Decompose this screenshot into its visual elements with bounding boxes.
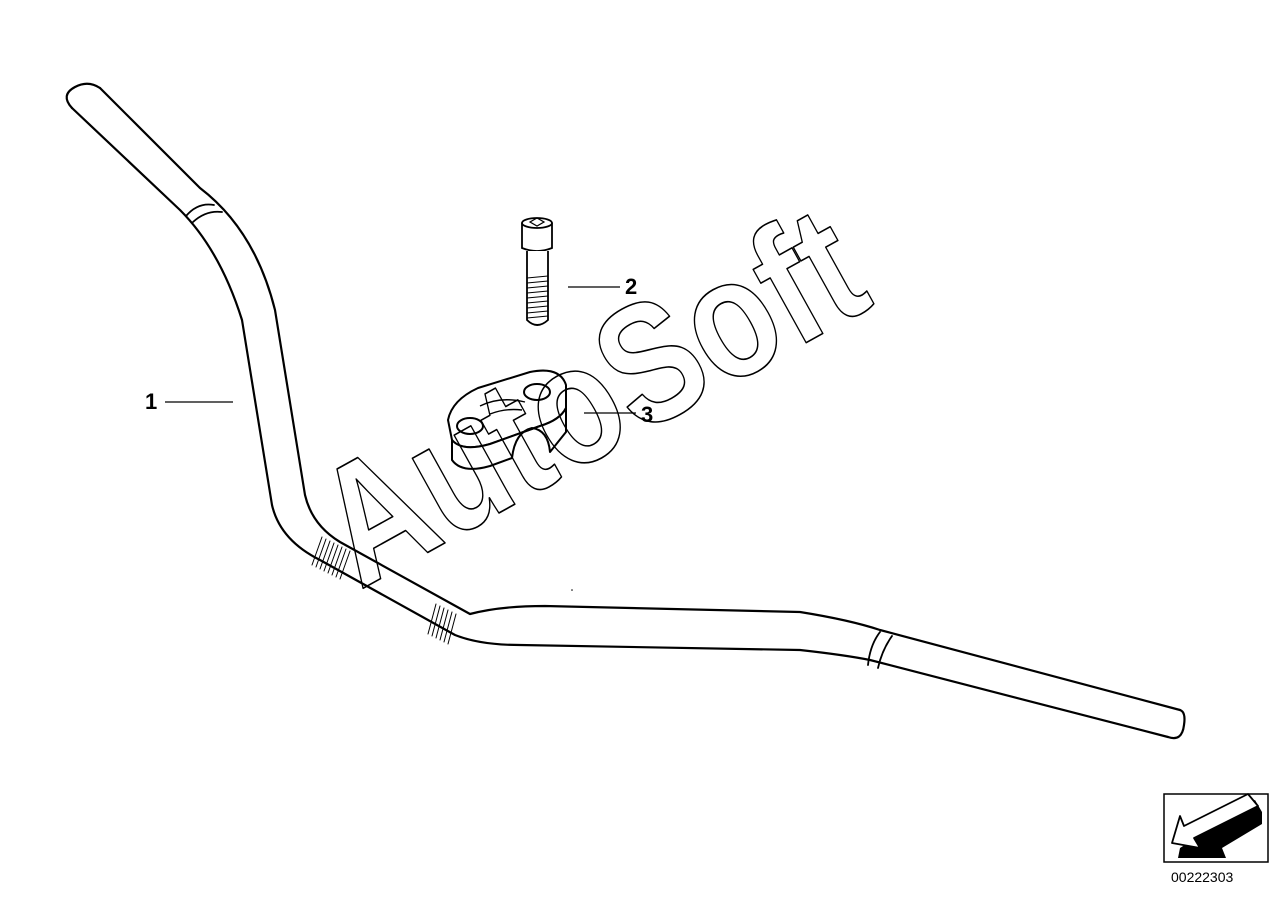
- diagram-id: 00222303: [1171, 869, 1234, 885]
- leader-lines: [165, 286, 636, 414]
- clamp-drawing: [447, 369, 567, 470]
- callout-2: 2: [625, 274, 638, 299]
- direction-arrow-icon: [1163, 793, 1269, 863]
- knurl-section-right: [427, 603, 457, 645]
- callout-3: 3: [641, 402, 654, 427]
- watermark: AutoSoft: [285, 169, 895, 623]
- callout-1: 1: [145, 389, 158, 414]
- watermark-text: AutoSoft: [286, 170, 894, 622]
- handlebar-drawing: [65, 82, 1186, 740]
- knurl-section-left: [311, 536, 351, 580]
- bolt-drawing: [521, 217, 553, 326]
- reference-dot: [571, 589, 573, 591]
